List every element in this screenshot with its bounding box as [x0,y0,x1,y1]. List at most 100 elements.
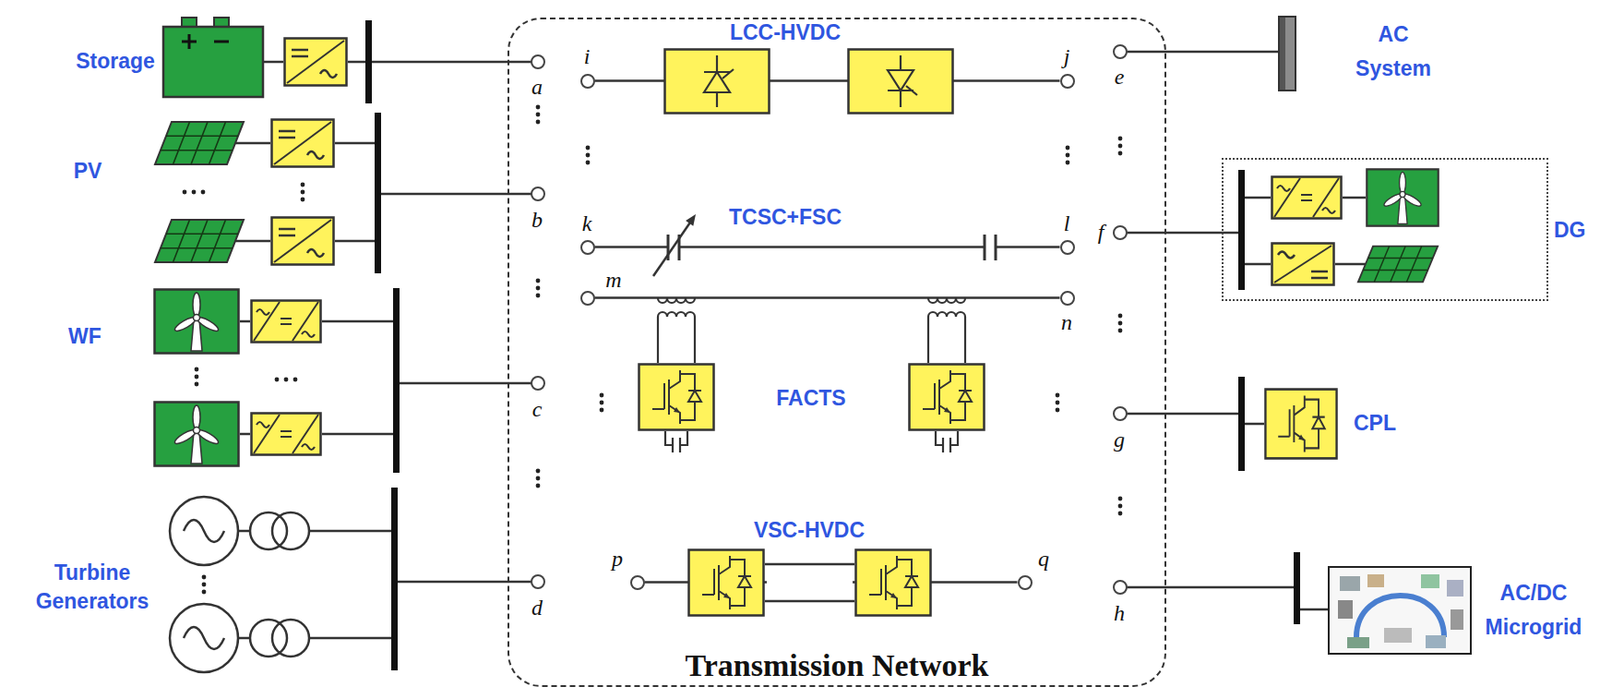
bus-bars-part [391,487,398,670]
region-title: Transmission Network [685,649,990,681]
component-label: Storage [75,48,156,75]
bus-bars [365,20,1301,670]
ellipsis-dots-part [1055,400,1061,406]
microgrid-picture-part [1367,573,1385,587]
ellipsis-dots-part [1118,143,1123,149]
terminal-node: n [1060,290,1075,306]
source-icons-part [1358,246,1438,283]
ellipsis-dots-part [300,197,306,203]
microgrid-picture-part [1337,599,1353,619]
ellipsis-dots-part [293,377,299,383]
converter-symbols-part [251,300,322,343]
component-label: Turbine Generators [23,558,162,616]
component-label: LCC-HVDC [729,20,841,47]
ellipsis-dots-part [1118,321,1123,326]
ellipsis-dots-part [536,293,541,299]
terminal-letter: f [1098,220,1105,243]
microgrid-picture-part [1420,573,1440,588]
terminal-letter: g [1113,428,1125,451]
microgrid-picture-part [1328,566,1471,654]
ellipsis-dots [182,105,1123,595]
ellipsis-dots-part [1118,496,1123,502]
wire-set [235,51,1367,638]
generator-symbols-part [250,619,287,657]
terminal-letter: n [1061,310,1073,334]
terminal-node: f [1112,225,1128,240]
terminal-node: l [1060,239,1075,255]
network-region: Transmission Networkabcdefghijklmnpq [507,17,1167,687]
ellipsis-dots-part [536,119,541,125]
terminal-node: j [1060,73,1075,89]
ellipsis-dots-part [585,160,591,166]
ellipsis-dots-part [536,105,541,110]
generator-symbols-part [183,519,225,649]
ellipsis-dots-part [1065,160,1071,166]
facts-devices-part [665,430,958,453]
ellipsis-dots-part [300,190,306,195]
source-icons-part [1366,168,1438,226]
battery-symbol [163,17,263,97]
converter-symbols-part [272,119,335,168]
microgrid-picture-part [1347,636,1370,648]
ellipsis-dots-part [1065,153,1071,158]
facts-devices-part [657,298,695,363]
terminal-letter: q [1038,547,1050,570]
terminal-node: a [530,54,546,70]
series-capacitors-part [668,234,996,261]
vsc-hvdc-converters-part [689,549,765,616]
vsc-hvdc-converters-part [764,563,855,601]
ellipsis-dots-part [536,483,541,489]
generator-symbols-part [272,512,310,550]
ellipsis-dots-part [194,367,200,372]
terminal-letter: p [611,547,623,570]
wire-set-part [1120,50,1279,54]
component-label: AC/DC Microgrid [1475,575,1592,645]
terminal-node: m [580,290,596,306]
lcc-hvdc-converters [665,49,954,114]
series-capacitors-part [984,241,996,253]
terminal-letter: h [1113,601,1125,624]
component-label: TCSC+FSC [728,204,842,231]
terminal-letter: d [531,596,543,619]
converter-symbols [251,38,1342,455]
ac-system-bar-part [1278,16,1296,91]
vsc-hvdc-converters-part [766,576,853,588]
ellipsis-dots-part [1055,393,1061,398]
vsc-hvdc-converters [689,549,932,616]
ellipsis-dots-part [585,153,591,158]
ac-system-bar [1278,16,1296,91]
ellipsis-dots-part [599,393,605,398]
converter-symbols-part [272,217,335,265]
ellipsis-dots-part [182,190,188,195]
battery-symbol-part [181,34,229,49]
terminal-letter: a [531,75,543,98]
ellipsis-dots-part [1118,328,1123,334]
source-icons-part [155,289,239,354]
bus-bars-part [393,287,400,473]
component-label: CPL [1353,410,1397,437]
facts-devices-part [639,364,715,430]
dg-group-box: DG [1221,157,1549,301]
ellipsis-dots-part [194,382,200,387]
vsc-hvdc-converters-part [856,549,932,616]
battery-symbol-part [163,26,263,97]
bus-bars-part [1238,376,1245,471]
ellipsis-dots-part [1055,407,1061,413]
ellipsis-dots-part [536,476,541,481]
facts-devices-part [909,364,985,430]
ellipsis-dots-part [1065,145,1071,151]
converter-symbols-part [1272,177,1342,219]
terminal-node: e [1112,44,1128,60]
microgrid-picture-part [1384,627,1412,643]
terminal-letter: m [605,268,621,291]
bus-bars-part [374,112,382,274]
microgrid-picture [1328,566,1471,654]
component-label: WF [68,323,102,350]
terminal-node: g [1112,405,1128,421]
terminal-node: d [530,573,546,589]
ellipsis-dots-part [585,145,591,151]
ellipsis-dots-part [194,374,200,380]
ellipsis-dots-part [1118,511,1123,516]
terminal-letter: e [1114,65,1125,88]
